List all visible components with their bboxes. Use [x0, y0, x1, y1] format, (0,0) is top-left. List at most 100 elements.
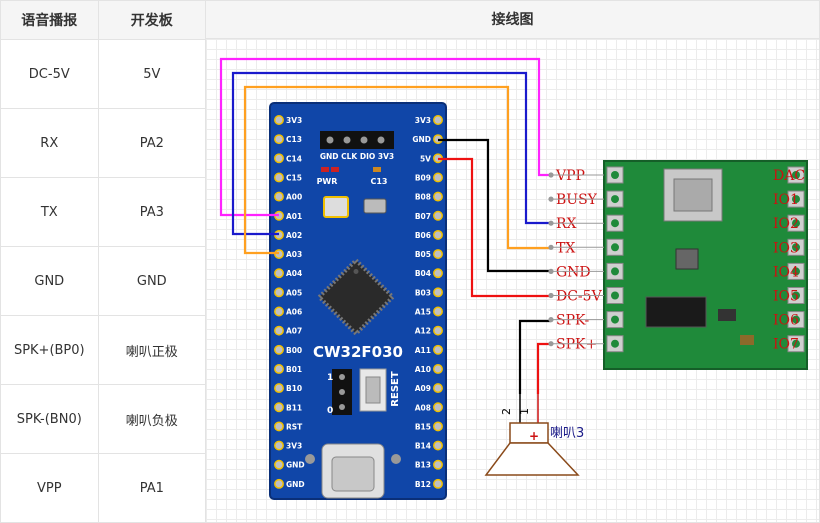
module-pad-hole	[792, 195, 800, 204]
board-right-pin-label: GND	[412, 135, 431, 144]
wire-5v	[438, 157, 551, 298]
module-pad-hole	[611, 243, 619, 252]
module-right-pads	[787, 166, 805, 353]
board-right-pin-label: A12	[415, 327, 431, 336]
board-left-pin-label: A05	[286, 288, 302, 297]
cell-board: PA3	[97, 177, 207, 247]
board-pin	[433, 478, 443, 489]
module-pad-hole	[611, 291, 619, 300]
board-right-pin-label: 5V	[420, 154, 431, 163]
module-right-pin-label: DAC	[773, 168, 805, 184]
board-pin	[274, 287, 284, 298]
speaker-pin-1: 1	[518, 408, 531, 415]
table-row: SPK-(BN0) 喇叭负极	[0, 384, 207, 454]
speaker-cone	[484, 442, 580, 476]
board-pin	[274, 364, 284, 374]
module-pad-hole	[792, 291, 800, 300]
pin-table: 语音播报 开发板 DC-5V 5V RX PA2 TX PA3 GND GND …	[0, 0, 207, 523]
cell-board: PA1	[97, 453, 207, 523]
board-pin	[433, 325, 443, 336]
header-board: 开发板	[97, 0, 207, 40]
board-pin	[433, 229, 443, 240]
speaker-label: 喇叭3	[550, 426, 584, 441]
cell-board: 5V	[97, 39, 207, 109]
dev-board: 3V3C13C14C15A00A01A02A03A04A05A06A07B00B…	[269, 102, 447, 500]
board-left-pin-label: GND	[286, 461, 305, 470]
module-right-pin-label: IO5	[773, 289, 799, 305]
board-pin	[274, 191, 284, 202]
voice-module	[603, 160, 808, 370]
board-right-pin-label: A15	[415, 308, 431, 317]
module-right-pin-label: IO7	[773, 337, 799, 353]
board-pin	[433, 306, 443, 317]
board-left-pin-label: 3V3	[286, 442, 302, 451]
module-pad-hole	[792, 219, 800, 228]
board-pin	[433, 287, 443, 298]
board-right-pin-label: B03	[415, 288, 431, 297]
cell-voice: RX	[0, 108, 99, 178]
board-left-pin-label: B10	[286, 384, 302, 393]
board-name: CW32F030	[313, 343, 403, 361]
board-pin	[433, 383, 443, 394]
swd-header-label: GND CLK DIO 3V3	[320, 152, 394, 161]
wire-rx	[231, 71, 551, 236]
board-left-pin-label: C14	[286, 154, 302, 163]
jumper-label-1: 1	[327, 373, 333, 383]
board-pin	[274, 440, 284, 451]
wire-gnd	[438, 138, 551, 273]
speaker-pin-2: 2	[500, 408, 513, 415]
board-pin	[433, 172, 443, 183]
table-row: GND GND	[0, 246, 207, 316]
module-pin-dot	[548, 220, 554, 226]
board-pin	[433, 191, 443, 202]
board-left-pin-label: A01	[286, 212, 302, 221]
board-left-pin-label: B00	[286, 346, 302, 355]
module-left-pin-label: DC-5V	[556, 289, 603, 305]
board-pin	[274, 306, 284, 317]
small-component	[363, 198, 387, 214]
board-right-pin-label: A10	[415, 365, 431, 374]
table-row: SPK+(BP0) 喇叭正极	[0, 315, 207, 385]
module-left-pin-label: GND	[556, 264, 591, 280]
module-right-pin-label: IO6	[773, 313, 799, 329]
module-pad-hole	[611, 195, 619, 204]
board-pin	[274, 115, 284, 125]
board-left-pin-label: 3V3	[286, 116, 302, 125]
board-pin	[274, 402, 284, 413]
board-right-pin-label: B04	[415, 269, 431, 278]
module-pin-dot	[548, 317, 554, 323]
board-pin	[274, 344, 284, 355]
cell-voice: VPP	[0, 453, 99, 523]
board-right-pin-label: B15	[415, 422, 431, 431]
module-pad-hole	[611, 339, 619, 348]
board-right-pin-label: B12	[415, 480, 431, 489]
module-pin-dots	[548, 172, 604, 347]
reset-label: RESET	[390, 371, 401, 407]
board-right-pins: 3V3GND5VB09B08B07B06B05B04B03A15A12A11A1…	[412, 115, 443, 489]
board-pin	[274, 421, 284, 432]
module-pad-hole	[792, 315, 800, 324]
wires	[219, 57, 551, 394]
board-left-pin-label: C15	[286, 173, 302, 182]
module-right-pin-label: IO4	[773, 264, 799, 280]
module-left-pin-label: RX	[556, 216, 577, 232]
board-left-pin-label: A07	[286, 327, 302, 336]
board-right-pin-label: B08	[415, 193, 431, 202]
module-right-pin-label: IO2	[773, 216, 799, 232]
board-pin	[433, 440, 443, 451]
wire-vpp	[219, 57, 551, 217]
board-pin	[274, 383, 284, 394]
board-right-pin-label: A09	[415, 384, 431, 393]
module-left-pin-label: SPK-	[556, 313, 589, 329]
board-right-pin-label: B13	[415, 461, 431, 470]
cell-board: 喇叭正极	[97, 315, 207, 385]
swd-header-body	[320, 131, 394, 149]
board-right-pin-label: A08	[415, 403, 431, 412]
crystal	[323, 196, 349, 218]
board-pin	[433, 344, 443, 355]
pwr-led-label: PWR	[317, 177, 338, 186]
board-left-pin-label: RST	[286, 422, 303, 431]
